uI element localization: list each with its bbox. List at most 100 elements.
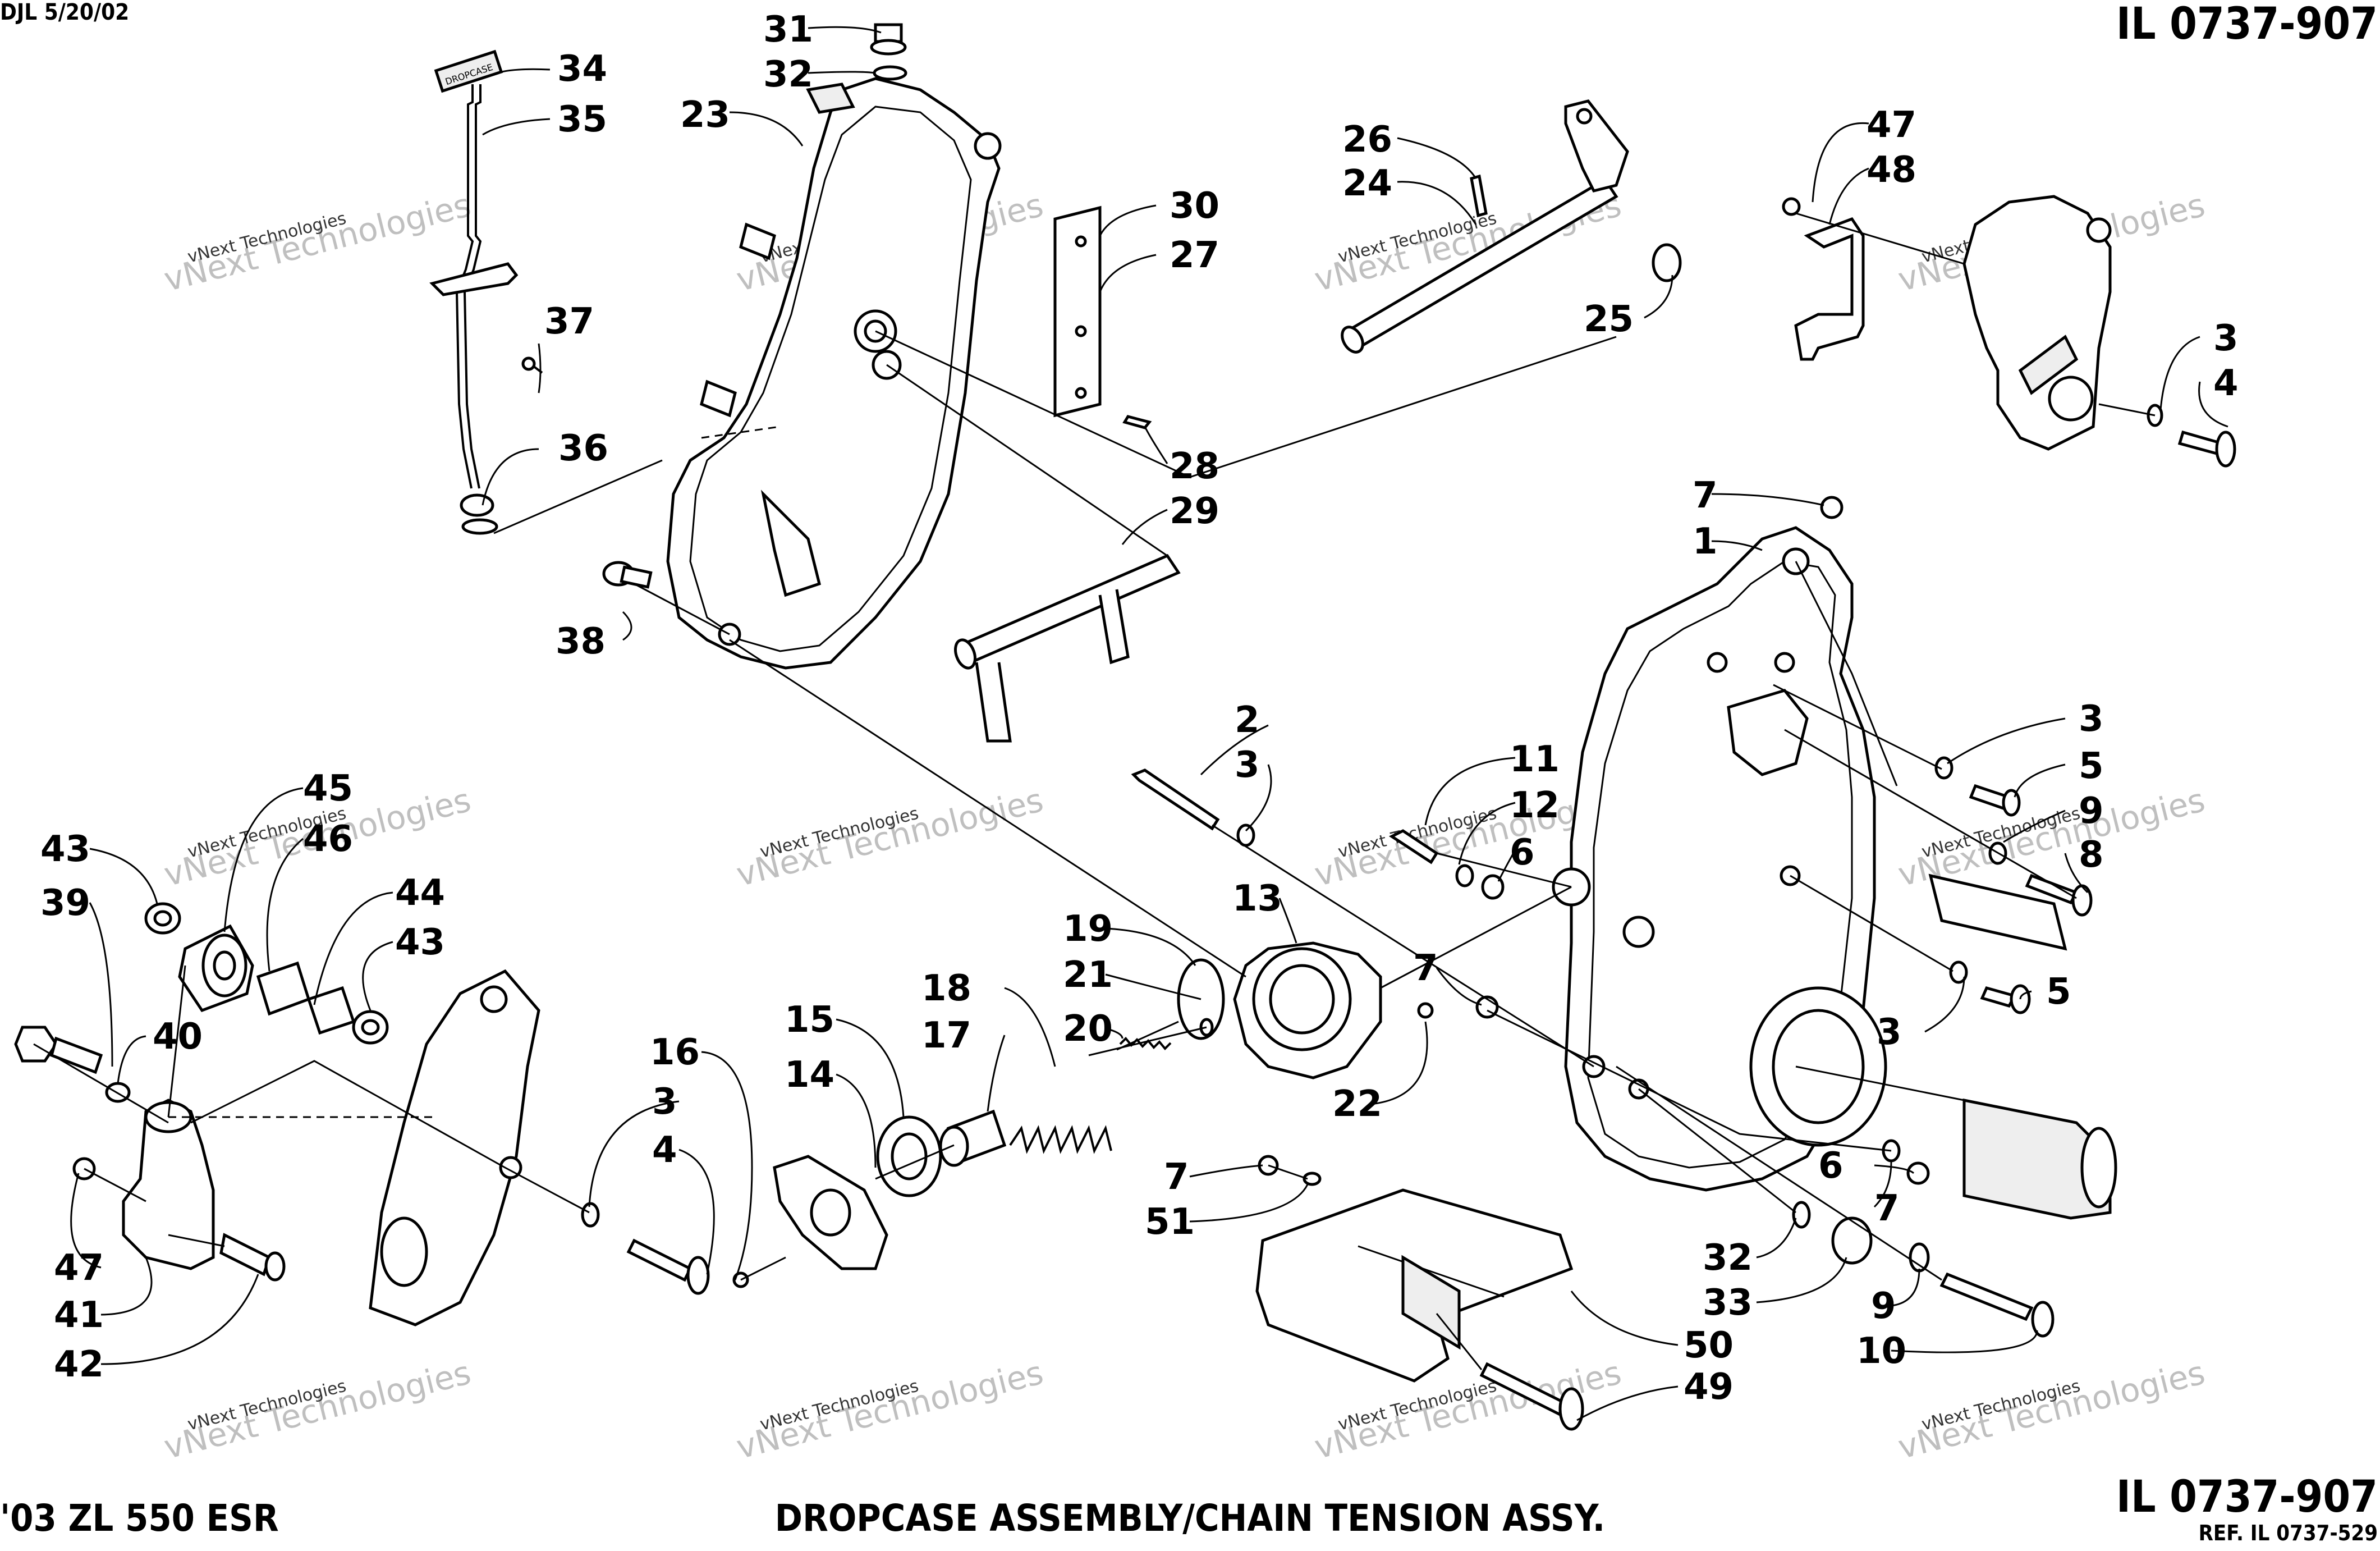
- callout-numbers: 31 32 34 35 23 37 36 38 26 24 25 30 27 2…: [40, 9, 2239, 1408]
- callout-3-left: 3: [652, 1081, 677, 1123]
- screw-37: [521, 356, 543, 374]
- callout-14: 14: [785, 1054, 834, 1096]
- callout-37: 37: [544, 301, 594, 342]
- callout-50: 50: [1684, 1325, 1734, 1366]
- bolt-49: [1479, 1362, 1584, 1431]
- callout-35: 35: [557, 99, 607, 140]
- callout-6-right: 6: [1818, 1145, 1844, 1187]
- callout-3-right-b: 3: [1877, 1012, 1902, 1053]
- adjuster-15-14-16: [732, 1115, 942, 1288]
- callout-33: 33: [1703, 1282, 1753, 1324]
- plug-32-33-bolt-9-10: [1792, 1201, 2055, 1338]
- callout-4-top-right: 4: [2213, 363, 2239, 404]
- callout-29: 29: [1170, 491, 1219, 532]
- bolt-3-4-top: [2147, 404, 2236, 468]
- callout-22: 22: [1332, 1083, 1382, 1125]
- callout-23: 23: [680, 94, 730, 136]
- tensioner-housing-13: [1233, 941, 1434, 1079]
- callout-47-left: 47: [54, 1247, 104, 1289]
- callout-4-left: 4: [652, 1129, 677, 1171]
- skid-plate-50-51-7: [1255, 1155, 1574, 1383]
- chaincase-cover-23: [666, 77, 1002, 670]
- support-47-48: [1782, 197, 1865, 361]
- callout-39: 39: [40, 882, 90, 924]
- callout-40: 40: [153, 1016, 203, 1058]
- callout-46: 46: [303, 818, 353, 860]
- callout-21: 21: [1063, 954, 1113, 996]
- bracket-29: [954, 553, 1181, 743]
- bolt-2-washer-3: [1131, 768, 1255, 847]
- callout-3-top-right: 3: [2213, 318, 2239, 359]
- callout-32: 32: [763, 54, 813, 95]
- illustration-number-bottom: IL 0737-907: [2116, 1472, 2378, 1522]
- callout-43-right: 43: [395, 922, 445, 963]
- cover-plate-left: [369, 969, 540, 1326]
- callout-3-right-a: 3: [2079, 698, 2104, 740]
- callout-30: 30: [1170, 185, 1219, 227]
- callout-49: 49: [1684, 1366, 1734, 1408]
- callout-2: 2: [1235, 699, 1260, 741]
- bracket-top-right: [1962, 195, 2112, 451]
- callout-25: 25: [1584, 299, 1634, 340]
- callout-42: 42: [54, 1344, 104, 1385]
- explosion-lines: [33, 212, 2156, 1370]
- callout-7-top: 7: [1693, 475, 1718, 516]
- callout-24: 24: [1342, 163, 1392, 204]
- callout-9-bottom: 9: [1871, 1285, 1896, 1327]
- callout-1: 1: [1693, 521, 1718, 562]
- callout-27: 27: [1170, 235, 1219, 276]
- callout-31: 31: [763, 9, 813, 51]
- callout-7-center: 7: [1413, 948, 1438, 989]
- shaft-24-26-25: [1341, 99, 1682, 354]
- callout-34: 34: [557, 48, 607, 90]
- callout-5-right-b: 5: [2046, 971, 2071, 1013]
- bolt-38: [602, 561, 653, 589]
- callout-51: 51: [1145, 1201, 1195, 1243]
- callout-11: 11: [1510, 739, 1560, 780]
- callout-26: 26: [1342, 119, 1392, 161]
- callout-38: 38: [556, 621, 606, 662]
- reference-number: REF. IL 0737-529: [2198, 1521, 2378, 1545]
- callout-5-right-a: 5: [2079, 745, 2104, 787]
- callout-7-right: 7: [1874, 1188, 1900, 1229]
- callout-41: 41: [54, 1294, 104, 1336]
- callout-7-bottom: 7: [1164, 1156, 1189, 1198]
- callout-20: 20: [1063, 1008, 1113, 1050]
- callout-6-center: 6: [1510, 832, 1535, 873]
- dipstick-34-35: DROPCASE: [429, 49, 519, 535]
- shaft-splined-right: [1928, 873, 2117, 1220]
- diagram-title: DROPCASE ASSEMBLY/CHAIN TENSION ASSY.: [774, 1497, 1606, 1540]
- bolt-3-4-left: [581, 1202, 710, 1295]
- callout-15: 15: [785, 999, 834, 1041]
- callout-28: 28: [1170, 446, 1219, 487]
- callout-16: 16: [650, 1032, 700, 1073]
- dropcase-housing-1: [1552, 526, 1887, 1192]
- callout-43-left: 43: [40, 829, 90, 870]
- spring-18-plunger-17: [939, 1109, 1112, 1167]
- callout-45: 45: [303, 768, 353, 809]
- model-label: '03 ZL 550 ESR: [0, 1497, 279, 1540]
- callout-36: 36: [558, 428, 608, 469]
- callout-10: 10: [1856, 1330, 1906, 1372]
- tensioner-plate-30-27-screw-28: [1053, 205, 1152, 429]
- callout-19: 19: [1063, 908, 1113, 950]
- illustration-number-top: IL 0737-907: [2116, 0, 2378, 49]
- callout-44: 44: [395, 872, 445, 914]
- callout-12: 12: [1510, 785, 1560, 826]
- callout-9-right: 9: [2079, 790, 2104, 832]
- callout-32-bottom: 32: [1703, 1237, 1753, 1279]
- chain-tensioner-arm-41: [72, 1099, 286, 1282]
- author-date-stamp: DJL 5/20/02: [0, 0, 130, 25]
- callout-17: 17: [921, 1015, 971, 1056]
- callout-13: 13: [1232, 878, 1282, 919]
- callout-3-center: 3: [1235, 744, 1260, 786]
- plug-31-oring-32: [870, 23, 907, 81]
- bearing-stack-43-39-44-45-46: [144, 902, 389, 1045]
- callout-18: 18: [921, 968, 971, 1009]
